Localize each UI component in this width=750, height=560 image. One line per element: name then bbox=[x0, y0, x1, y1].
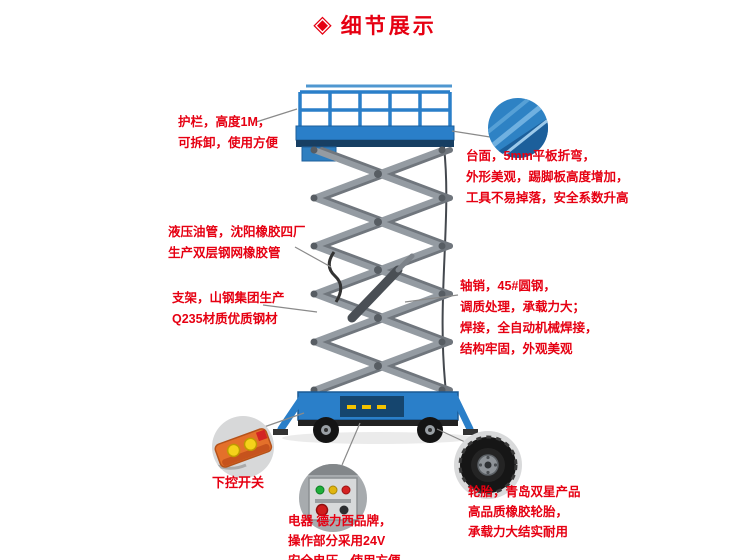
platform-guardrail bbox=[298, 84, 452, 128]
page-title: ◈ 细节展示 bbox=[0, 10, 750, 40]
base-control-box bbox=[340, 396, 404, 417]
detail-photo-remote bbox=[212, 416, 274, 478]
callout-line-electric bbox=[341, 422, 361, 466]
chassis-base bbox=[297, 391, 459, 426]
outriggers bbox=[273, 394, 478, 435]
note-remote: 下控开关 bbox=[212, 472, 264, 493]
note-line: Q235材质优质钢材 bbox=[172, 312, 278, 326]
note-line: 液压油管，沈阳橡胶四厂 bbox=[168, 225, 306, 239]
note-line: 结构牢固，外观美观 bbox=[460, 342, 573, 356]
callout-line-frame bbox=[262, 304, 318, 313]
note-line: 操作部分采用24V bbox=[288, 534, 386, 548]
detail-photo-controlbox bbox=[299, 464, 367, 532]
ground-shadow bbox=[282, 432, 474, 444]
note-line: 工具不易掉落，安全系数升高 bbox=[466, 191, 629, 205]
note-line: 焊接，全自动机械焊接， bbox=[460, 321, 598, 335]
note-line: 可拆卸，使用方便 bbox=[178, 136, 279, 150]
callout-line-pin bbox=[404, 294, 459, 303]
diamond-icon: ◈ bbox=[313, 11, 332, 38]
note-line: 轴销，45#圆钢， bbox=[460, 279, 556, 293]
callout-line-tire bbox=[436, 428, 466, 443]
note-pin: 轴销，45#圆钢， 调质处理，承载力大； 焊接，全自动机械焊接， 结构牢固，外观… bbox=[460, 276, 598, 360]
pivot-pins bbox=[310, 146, 446, 394]
detail-photo-platform bbox=[488, 98, 548, 158]
callout-lines bbox=[255, 108, 491, 466]
page-title-text: 细节展示 bbox=[340, 15, 437, 38]
detail-photo-tire bbox=[454, 431, 522, 499]
note-line: 安全电压，使用方便 bbox=[288, 551, 401, 560]
note-line: 台面，5mm平板折弯， bbox=[466, 149, 596, 163]
note-line: 承载力大结实耐用 bbox=[468, 525, 569, 539]
note-line: 护栏，高度1M， bbox=[178, 115, 271, 129]
note-line: 轮胎，青岛双星产品 bbox=[468, 485, 581, 499]
callout-line-hose bbox=[294, 246, 332, 268]
callout-line-guardrail bbox=[255, 108, 298, 123]
callout-line-remote bbox=[263, 412, 305, 428]
note-line: 调质处理，承载力大； bbox=[460, 300, 586, 314]
scissor-mechanism bbox=[310, 146, 453, 394]
note-guardrail: 护栏，高度1M， 可拆卸，使用方便 bbox=[178, 112, 278, 154]
note-line: 支架，山钢集团生产 bbox=[172, 291, 285, 305]
hydraulic-hose bbox=[327, 251, 343, 303]
note-platform: 台面，5mm平板折弯， 外形美观，踢脚板高度增加， 工具不易掉落，安全系数升高 bbox=[466, 146, 629, 209]
note-line: 高品质橡胶轮胎， bbox=[468, 505, 569, 519]
power-cable bbox=[441, 146, 448, 393]
note-line: 电器 德力西品牌， bbox=[288, 514, 392, 528]
note-tire: 轮胎，青岛双星产品 高品质橡胶轮胎， 承载力大结实耐用 bbox=[468, 482, 581, 542]
wheels bbox=[313, 417, 443, 443]
note-line: 生产双层钢网橡胶管 bbox=[168, 246, 281, 260]
note-frame: 支架，山钢集团生产 Q235材质优质钢材 bbox=[172, 288, 285, 330]
hydraulic-cylinder bbox=[347, 253, 415, 323]
callout-line-platform bbox=[451, 130, 491, 138]
note-line: 下控开关 bbox=[212, 475, 265, 490]
note-electric: 电器 德力西品牌， 操作部分采用24V 安全电压，使用方便 bbox=[288, 511, 401, 560]
note-line: 外形美观，踢脚板高度增加， bbox=[466, 170, 629, 184]
note-hose: 液压油管，沈阳橡胶四厂 生产双层钢网橡胶管 bbox=[168, 222, 306, 264]
